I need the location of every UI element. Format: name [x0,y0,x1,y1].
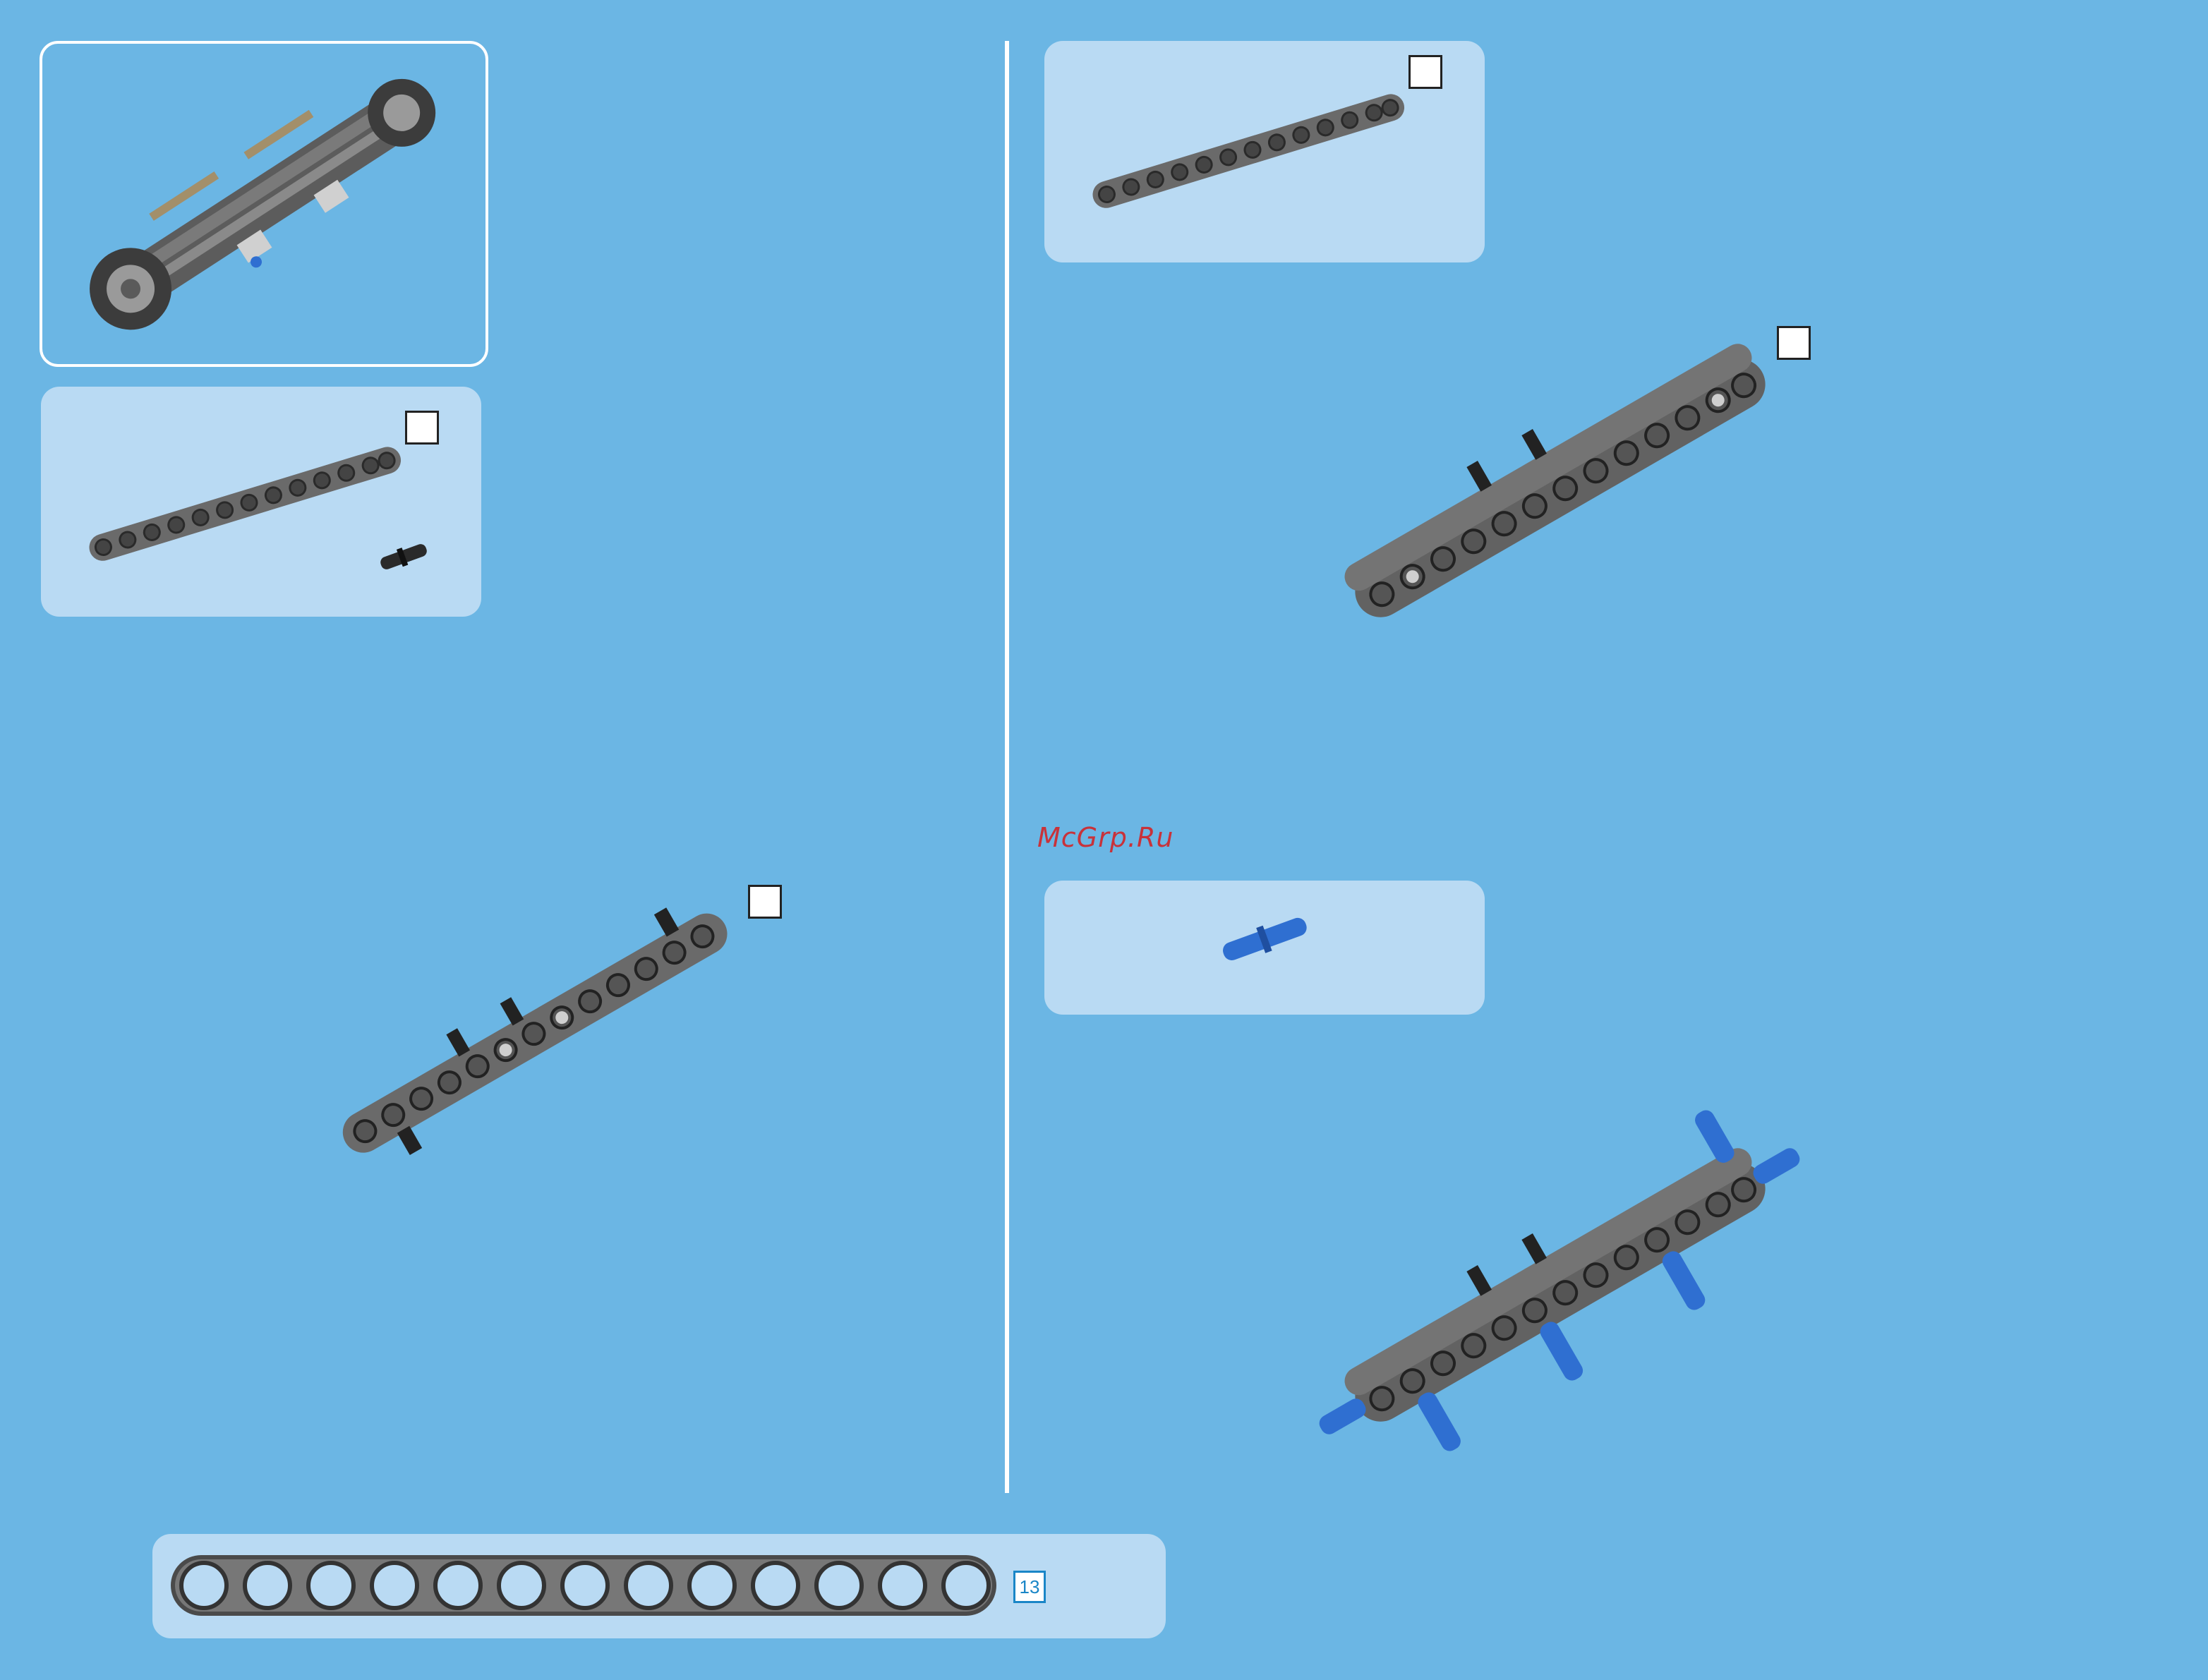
beam-with-blue-pins-icon [1256,1101,1863,1482]
step-assembly-left [296,875,762,1199]
page-divider [1005,41,1009,1493]
quantity-box-right-1 [1777,326,1811,360]
assembled-model-callout [40,41,488,367]
watermark-text: McGrp.Ru [1037,822,1174,853]
step-assembly-right-2 [1256,1101,1863,1482]
black-friction-pin-icon [375,539,432,574]
quantity-box-right-top [1408,55,1442,89]
beam-with-pins-icon [296,875,762,1199]
ruler-length-label: 13 [1013,1571,1046,1603]
blue-axle-pin-icon [1044,881,1485,1015]
double-beam-icon [1313,325,1806,649]
step-assembly-right-1 [1313,325,1806,649]
quantity-box-left [405,411,439,445]
parts-panel-right-bottom [1044,881,1485,1015]
quantity-box-left-step [748,885,782,919]
tracked-chassis-model-icon [42,44,485,364]
